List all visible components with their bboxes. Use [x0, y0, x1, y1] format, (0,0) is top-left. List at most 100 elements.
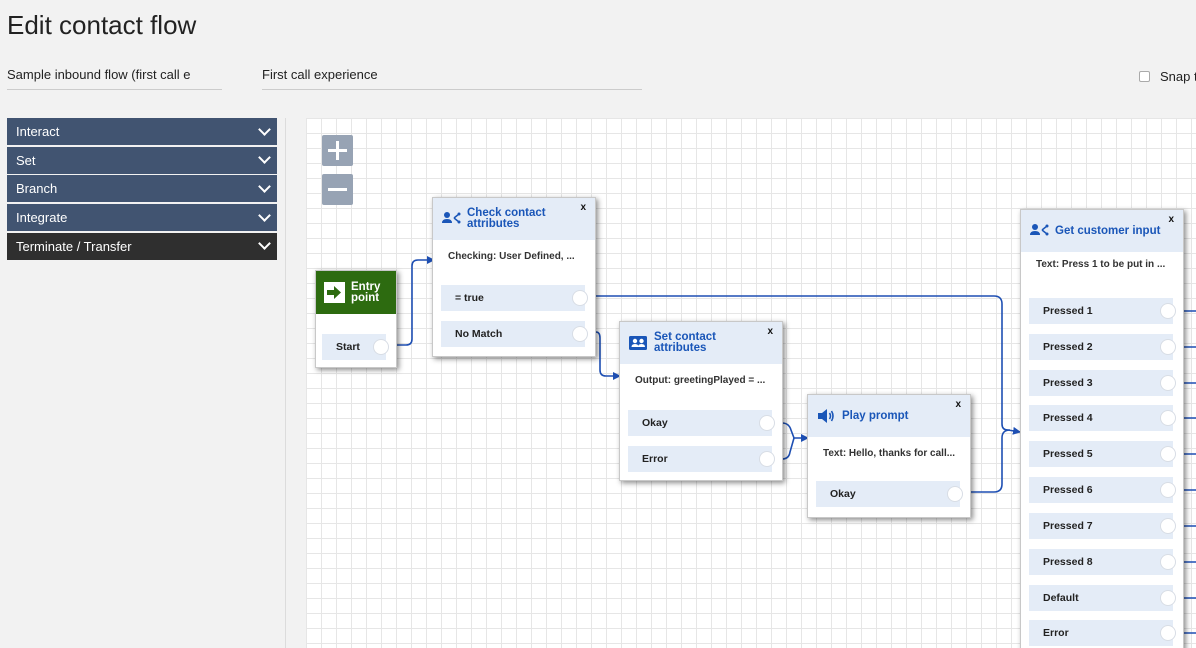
output-port[interactable]	[1160, 375, 1176, 391]
branch-default[interactable]: Default	[1029, 585, 1176, 611]
branch-label: Pressed 6	[1043, 484, 1093, 496]
output-port[interactable]	[1160, 303, 1176, 319]
category-label: Branch	[16, 181, 58, 197]
block-title: Set contact	[654, 331, 716, 343]
zoom-in-button[interactable]	[322, 135, 353, 166]
close-icon[interactable]: x	[1168, 214, 1174, 225]
category-interact[interactable]: Interact	[7, 118, 277, 145]
category-label: Terminate / Transfer	[16, 238, 132, 254]
close-icon[interactable]: x	[767, 326, 773, 337]
output-port[interactable]	[572, 326, 588, 342]
entry-title: Entry	[351, 280, 381, 293]
output-port[interactable]	[1160, 625, 1176, 641]
branch-label: Pressed 3	[1043, 377, 1093, 389]
branch-pressed-5[interactable]: Pressed 5	[1029, 441, 1176, 467]
branch-pressed-7[interactable]: Pressed 7	[1029, 513, 1176, 539]
output-port[interactable]	[1160, 554, 1176, 570]
flow-description-input[interactable]: First call experience	[262, 60, 642, 90]
category-terminate-transfer[interactable]: Terminate / Transfer	[7, 232, 277, 260]
output-port[interactable]	[1160, 339, 1176, 355]
branch-no-match[interactable]: No Match	[441, 321, 588, 347]
arrow-right-icon	[324, 282, 345, 303]
play-prompt-block[interactable]: Play prompt x Text: Hello, thanks for ca…	[807, 394, 971, 518]
branch-label: = true	[455, 292, 484, 304]
branch-label: No Match	[455, 328, 503, 340]
branch-pressed-1[interactable]: Pressed 1	[1029, 298, 1176, 324]
branch-pressed-8[interactable]: Pressed 8	[1029, 549, 1176, 575]
block-description: Text: Hello, thanks for call...	[823, 448, 956, 459]
category-label: Integrate	[16, 210, 68, 226]
output-port[interactable]	[947, 486, 963, 502]
block-title-2: attributes	[467, 218, 520, 230]
output-port[interactable]	[572, 290, 588, 306]
category-integrate[interactable]: Integrate	[7, 204, 277, 232]
branch-label: Error	[642, 453, 668, 465]
branch-label: Pressed 1	[1043, 305, 1093, 317]
contact-card-icon	[629, 336, 647, 350]
branch-pressed-4[interactable]: Pressed 4	[1029, 405, 1176, 431]
close-icon[interactable]: x	[955, 399, 961, 410]
category-set[interactable]: Set	[7, 146, 277, 174]
snap-checkbox[interactable]	[1139, 71, 1150, 82]
minus-icon	[328, 188, 347, 191]
branch-okay[interactable]: Okay	[628, 410, 775, 436]
branch-okay[interactable]: Okay	[816, 481, 963, 507]
output-port[interactable]	[1160, 590, 1176, 606]
category-label: Set	[16, 152, 36, 168]
category-branch[interactable]: Branch	[7, 175, 277, 203]
page-title: Edit contact flow	[7, 10, 197, 40]
snap-to-grid-toggle[interactable]: Snap t	[1139, 69, 1196, 84]
output-port[interactable]	[759, 451, 775, 467]
branch-label: Pressed 5	[1043, 448, 1093, 460]
flow-name-input[interactable]: Sample inbound flow (first call e	[7, 60, 222, 90]
branch-label: Pressed 4	[1043, 412, 1093, 424]
snap-label: Snap t	[1160, 69, 1196, 84]
branch-pressed-3[interactable]: Pressed 3	[1029, 370, 1176, 396]
speaker-icon	[818, 409, 834, 423]
branch-label: Start	[336, 341, 360, 353]
close-icon[interactable]: x	[580, 202, 586, 213]
branch-label: Pressed 2	[1043, 341, 1093, 353]
branch-start[interactable]: Start	[322, 334, 389, 360]
branch-icon	[442, 212, 461, 224]
chevron-down-icon	[258, 208, 271, 222]
output-port[interactable]	[1160, 446, 1176, 462]
block-description: Output: greetingPlayed = ...	[635, 375, 766, 386]
block-header: Play prompt x	[808, 395, 970, 437]
branch-label: Default	[1043, 592, 1079, 604]
branch-icon	[1030, 224, 1049, 236]
panel-divider	[285, 118, 286, 648]
block-title: Play prompt	[842, 409, 909, 422]
branch-label: Okay	[830, 488, 856, 500]
branch-label: Okay	[642, 417, 668, 429]
branch-pressed-6[interactable]: Pressed 6	[1029, 477, 1176, 503]
chevron-down-icon	[258, 122, 271, 136]
branch-error[interactable]: Error	[628, 446, 775, 472]
output-port[interactable]	[1160, 410, 1176, 426]
branch-label: Pressed 7	[1043, 520, 1093, 532]
zoom-out-button[interactable]	[322, 174, 353, 205]
output-port[interactable]	[1160, 518, 1176, 534]
block-title: Check contact	[467, 207, 546, 219]
output-port[interactable]	[759, 415, 775, 431]
output-port[interactable]	[1160, 482, 1176, 498]
branch-label: Error	[1043, 627, 1069, 639]
block-title-2: attributes	[654, 342, 707, 354]
block-description: Text: Press 1 to be put in ...	[1036, 259, 1166, 270]
chevron-down-icon	[258, 151, 271, 165]
chevron-down-icon	[258, 180, 271, 193]
branch-pressed-2[interactable]: Pressed 2	[1029, 334, 1176, 360]
branch-true[interactable]: = true	[441, 285, 588, 311]
branch-label: Pressed 8	[1043, 556, 1093, 568]
output-port[interactable]	[373, 339, 389, 355]
get-customer-input-block[interactable]: Get customer input x Text: Press 1 to be…	[1020, 209, 1184, 648]
branch-error[interactable]: Error	[1029, 620, 1176, 646]
block-title: Get customer input	[1055, 224, 1161, 237]
